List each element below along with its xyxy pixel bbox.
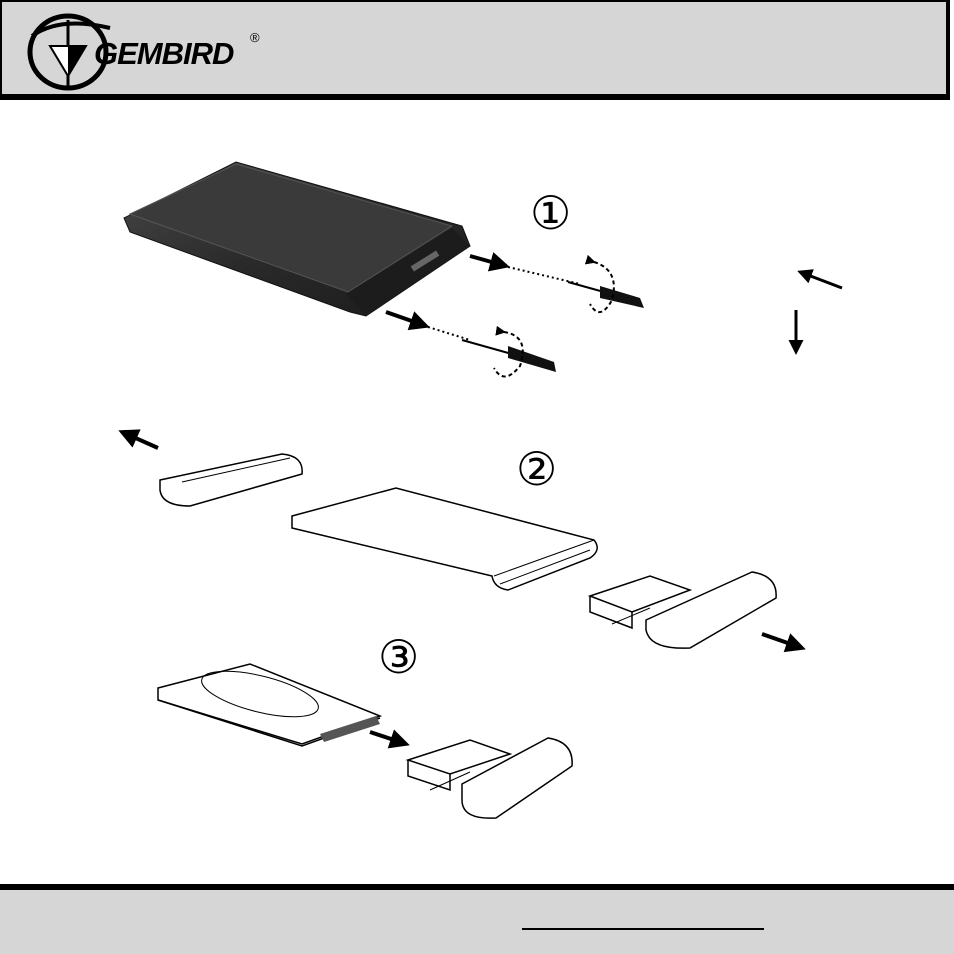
- screwdriver-icon: [462, 332, 556, 377]
- direction-arrow-icon: [370, 732, 406, 744]
- footer-bar: [0, 884, 954, 954]
- direction-arrow-icon: [122, 432, 158, 448]
- end-cap-left: [160, 454, 302, 506]
- screw-guide-bottom: [386, 312, 426, 326]
- screw-guide-top: [470, 256, 506, 266]
- direction-arrow-icon: [800, 272, 842, 288]
- screwdriver-icon: [568, 262, 644, 312]
- hard-drive: [158, 662, 380, 746]
- connector-board-right: [590, 572, 776, 648]
- direction-arrow-icon: [762, 634, 802, 648]
- enclosure-shell: [292, 488, 597, 590]
- footer-underline: [522, 928, 764, 930]
- dark-enclosure: [124, 162, 470, 316]
- connector-board-bottom: [408, 738, 572, 818]
